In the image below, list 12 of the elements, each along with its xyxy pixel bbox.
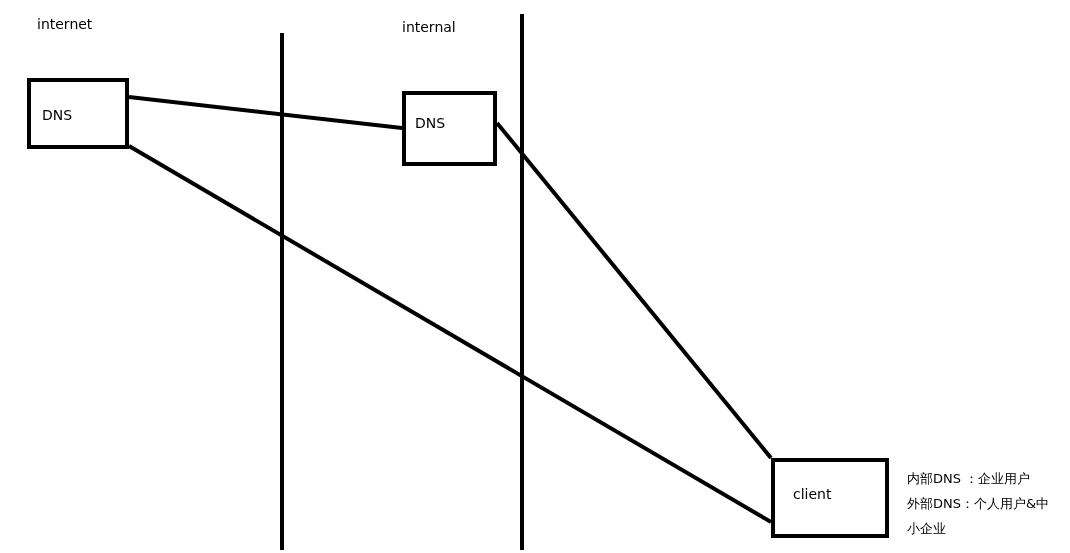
box-label: DNS — [415, 115, 446, 131]
zone-label: internet — [37, 16, 93, 32]
connector-line — [128, 144, 772, 524]
box-label: client — [793, 486, 832, 502]
note-text: 内部DNS ：企业用户 — [907, 470, 1032, 488]
client-box — [771, 458, 889, 538]
box-label: DNS — [42, 107, 73, 123]
server-box — [27, 78, 129, 149]
server-box — [402, 91, 497, 166]
connector-line — [128, 95, 403, 130]
note-text: 外部DNS：个人用户&中小企业 — [907, 495, 1051, 538]
zone-label: internal — [402, 19, 456, 35]
